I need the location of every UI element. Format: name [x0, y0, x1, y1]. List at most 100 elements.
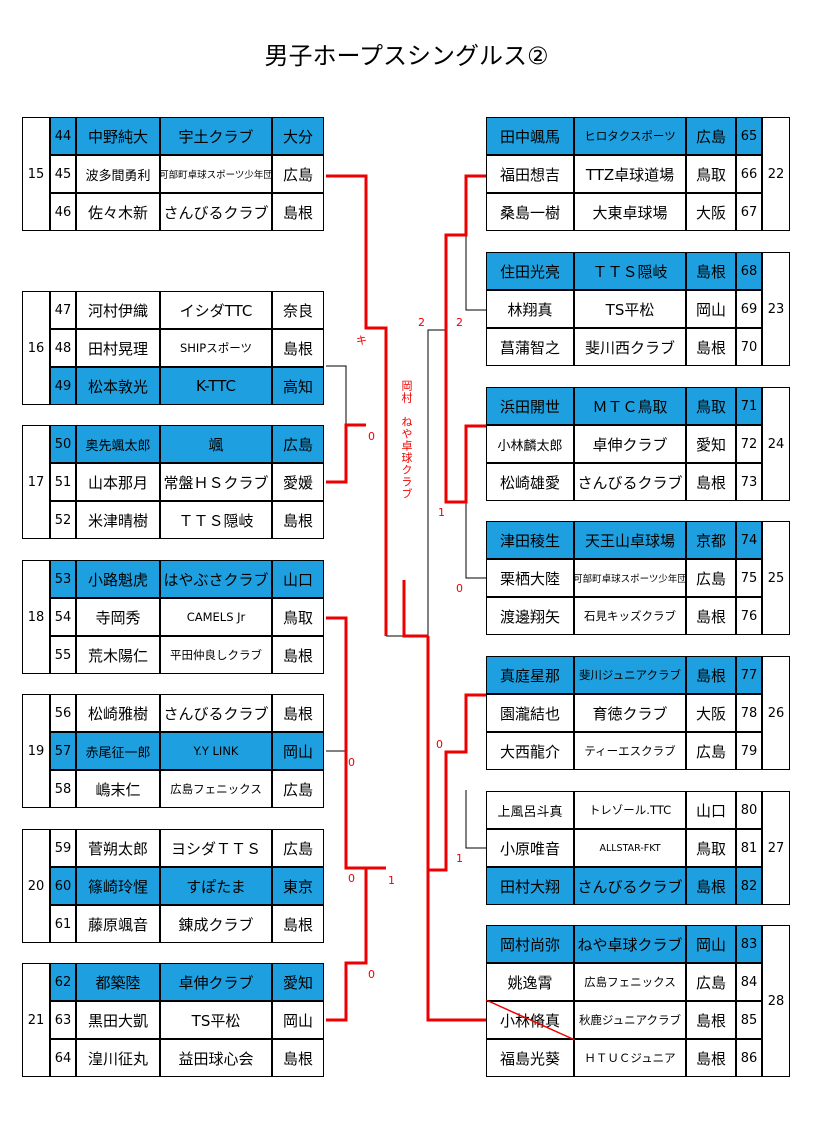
- player-num: 83: [736, 925, 762, 963]
- player-num: 61: [50, 905, 76, 943]
- player-name: 小原唯音: [486, 829, 574, 867]
- group-number: 21: [22, 963, 50, 1077]
- player-name: 松本敦光: [76, 367, 160, 405]
- player-club: 広島フェニックス: [160, 770, 272, 808]
- score-label: 2: [418, 316, 425, 329]
- player-num: 46: [50, 193, 76, 231]
- score-label: 2: [456, 316, 463, 329]
- player-num: 62: [50, 963, 76, 1001]
- player-pref: 広島: [272, 155, 324, 193]
- player-pref: 広島: [272, 829, 324, 867]
- player-club: ねや卓球クラブ: [574, 925, 686, 963]
- group-number: 20: [22, 829, 50, 943]
- player-num: 44: [50, 117, 76, 155]
- group-number: 23: [762, 252, 790, 366]
- player-club: 卓伸クラブ: [160, 963, 272, 1001]
- player-pref: 大分: [272, 117, 324, 155]
- player-name: 寺岡秀: [76, 598, 160, 636]
- player-pref: 島根: [686, 597, 736, 635]
- player-num: 84: [736, 963, 762, 1001]
- player-name: 菖蒲智之: [486, 328, 574, 366]
- player-club: ヨシダＴＴＳ: [160, 829, 272, 867]
- player-pref: 鳥取: [686, 155, 736, 193]
- player-pref: 岡山: [686, 925, 736, 963]
- group-number: 17: [22, 425, 50, 539]
- player-pref: 広島: [272, 770, 324, 808]
- group-number: 18: [22, 560, 50, 674]
- player-club: 平田仲良しクラブ: [160, 636, 272, 674]
- player-pref: 鳥取: [686, 829, 736, 867]
- player-name: 栗栖大陸: [486, 559, 574, 597]
- score-label: 1: [456, 852, 463, 865]
- player-name: 黒田大凱: [76, 1001, 160, 1039]
- player-pref: 島根: [686, 867, 736, 905]
- player-num: 51: [50, 463, 76, 501]
- champion-label: 岡村 ねや卓球クラブ: [400, 380, 413, 500]
- player-num: 53: [50, 560, 76, 598]
- player-pref: 広島: [272, 425, 324, 463]
- player-num: 49: [50, 367, 76, 405]
- player-club: ＴＴＳ隠岐: [160, 501, 272, 539]
- player-num: 68: [736, 252, 762, 290]
- player-club: ＭＴＣ鳥取: [574, 387, 686, 425]
- player-name: 姚逸霄: [486, 963, 574, 1001]
- player-name: 波多間勇利: [76, 155, 160, 193]
- player-club: K-TTC: [160, 367, 272, 405]
- player-club: イシダTTC: [160, 291, 272, 329]
- player-num: 80: [736, 791, 762, 829]
- group-number: 22: [762, 117, 790, 231]
- player-num: 79: [736, 732, 762, 770]
- player-pref: 大阪: [686, 694, 736, 732]
- player-pref: 京都: [686, 521, 736, 559]
- player-club: 秋鹿ジュニアクラブ: [574, 1001, 686, 1039]
- player-name: 上風呂斗真: [486, 791, 574, 829]
- player-name: 田中颯馬: [486, 117, 574, 155]
- player-num: 78: [736, 694, 762, 732]
- player-club: はやぶさクラブ: [160, 560, 272, 598]
- score-label: 1: [438, 506, 445, 519]
- player-pref: 岡山: [272, 732, 324, 770]
- player-club: さんびるクラブ: [574, 463, 686, 501]
- player-club: ALLSTAR-FKT: [574, 829, 686, 867]
- player-pref: 愛知: [686, 425, 736, 463]
- player-club: さんびるクラブ: [574, 867, 686, 905]
- group-number: 26: [762, 656, 790, 770]
- player-pref: 広島: [686, 559, 736, 597]
- player-club: さんびるクラブ: [160, 193, 272, 231]
- player-pref: 島根: [272, 694, 324, 732]
- player-name: 津田稜生: [486, 521, 574, 559]
- player-num: 72: [736, 425, 762, 463]
- score-label: 0: [456, 582, 463, 595]
- player-pref: 島根: [272, 905, 324, 943]
- player-club: 颯: [160, 425, 272, 463]
- group-number: 15: [22, 117, 50, 231]
- player-pref: 高知: [272, 367, 324, 405]
- player-pref: 島根: [686, 252, 736, 290]
- player-pref: 島根: [272, 636, 324, 674]
- player-name: 林翔真: [486, 290, 574, 328]
- player-club: 益田球心会: [160, 1039, 272, 1077]
- group-number: 24: [762, 387, 790, 501]
- player-name: 真庭星那: [486, 656, 574, 694]
- player-name: 福島光葵: [486, 1039, 574, 1077]
